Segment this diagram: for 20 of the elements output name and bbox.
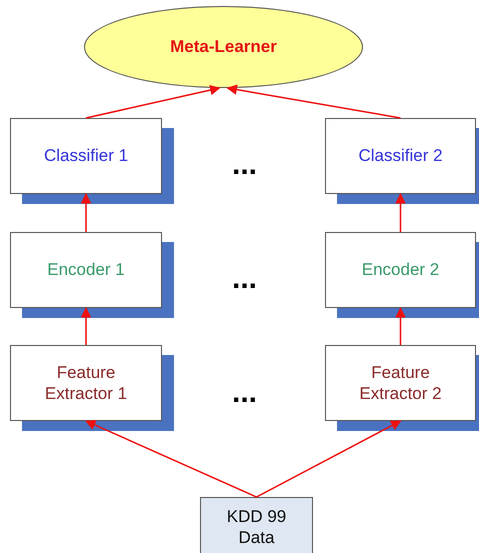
arrow (256, 420, 402, 498)
node-label: Meta-Learner (169, 36, 278, 58)
ellipsis: ... (232, 378, 258, 408)
ellipsis: ... (232, 150, 258, 180)
node-label: KDD 99 Data (226, 506, 288, 548)
data-box (200, 497, 313, 553)
arrow (80, 192, 92, 232)
arrow (85, 420, 257, 498)
node-label: Encoder 2 (360, 259, 440, 281)
arrow (226, 84, 401, 119)
node-label: Feature Extractor 2 (358, 362, 443, 404)
arrow (395, 306, 406, 345)
arrow (80, 306, 92, 345)
arrow (395, 192, 406, 232)
node-label: Feature Extractor 1 (44, 362, 128, 404)
node-label: Classifier 2 (357, 145, 444, 167)
node-label: Encoder 1 (46, 259, 126, 281)
ellipsis: ... (232, 264, 258, 294)
node-label: Classifier 1 (42, 145, 130, 167)
arrow (86, 84, 221, 119)
